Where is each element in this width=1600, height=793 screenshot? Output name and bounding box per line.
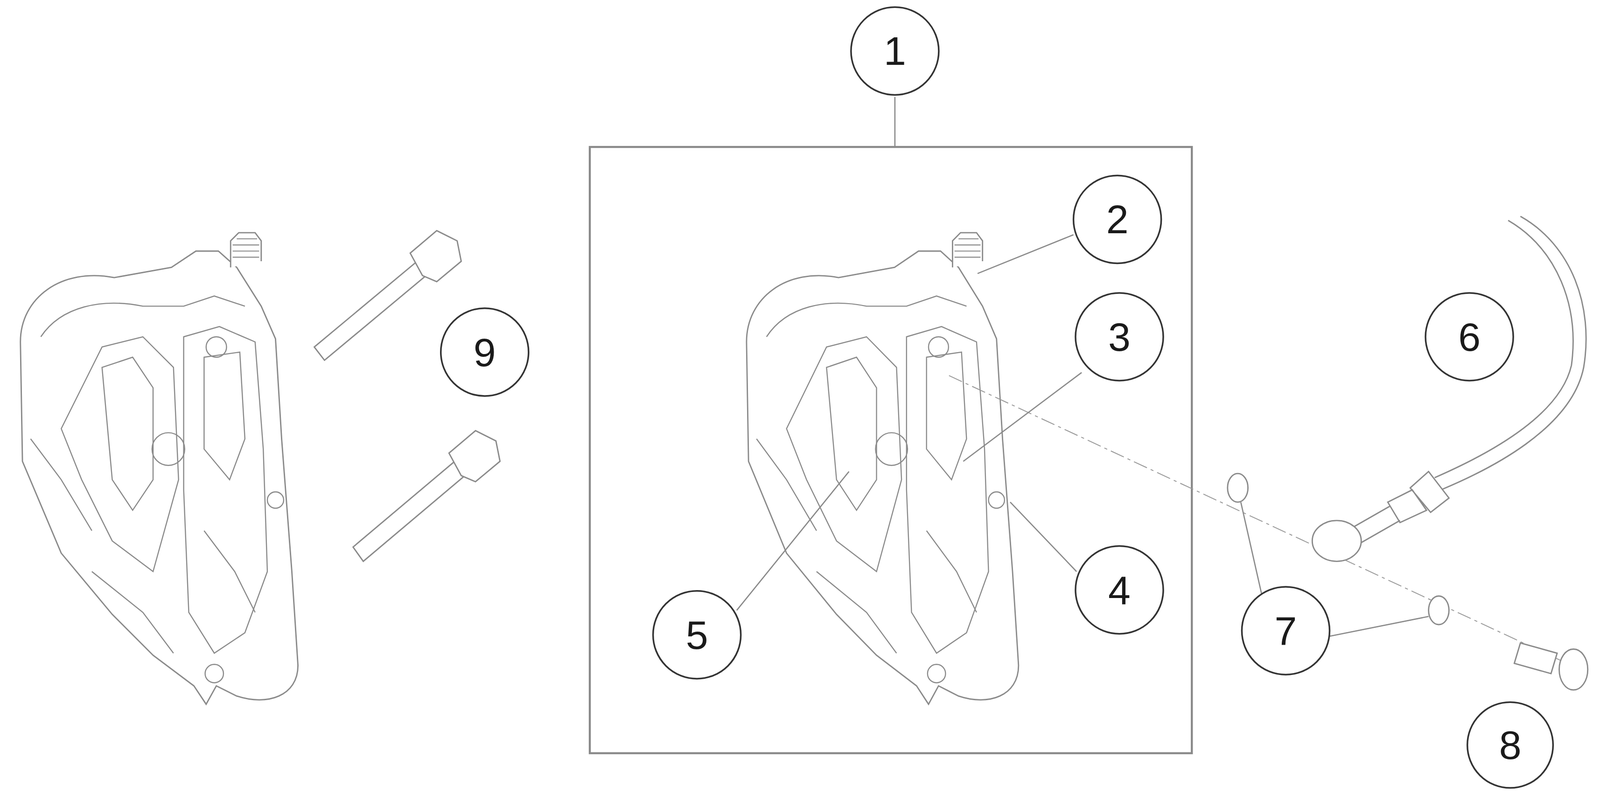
bolt-shaft [353, 459, 468, 562]
assembly-frame [589, 146, 1192, 754]
callout-circle [653, 591, 741, 679]
callout-circle [1241, 586, 1330, 675]
sealing-washer [1428, 596, 1450, 625]
bolt-head [410, 230, 462, 282]
bolt-head [448, 430, 500, 482]
callout-circle [1425, 293, 1514, 381]
callout-number: 9 [473, 332, 497, 373]
callout-number: 3 [1108, 316, 1131, 357]
callout-number: 8 [1499, 725, 1522, 766]
brake-caliper [746, 232, 1019, 705]
callout-number: 4 [1108, 570, 1131, 611]
banjo-bolt [1514, 642, 1588, 691]
callout-circle [440, 308, 529, 397]
bolt-shaft [1514, 642, 1558, 674]
leader-line [1010, 502, 1077, 572]
brake-hose [1312, 216, 1587, 562]
callout-circles [440, 6, 1554, 789]
callout-number: 1 [883, 30, 907, 71]
leader-line [1326, 616, 1429, 637]
bolt-shaft [314, 260, 429, 361]
callout-circle [1073, 175, 1162, 264]
mounting-bolt [314, 230, 501, 562]
leader-line [963, 372, 1082, 462]
callout-circle [1467, 702, 1554, 789]
callout-circle [1075, 293, 1164, 381]
callout-number: 2 [1106, 199, 1129, 240]
hose-ferrule [1387, 471, 1449, 523]
hose-line [1440, 216, 1587, 490]
callout-circle [851, 6, 939, 95]
banjo-fitting [1312, 520, 1362, 562]
leader-lines [736, 97, 1429, 637]
callout-circle [1075, 546, 1164, 635]
callout-number: 7 [1274, 610, 1298, 651]
leader-line [977, 234, 1074, 274]
sealing-washer [1227, 473, 1249, 503]
leader-line [736, 471, 850, 611]
leader-line [894, 97, 896, 147]
brake-caliper [20, 232, 299, 705]
bolt-head [1559, 649, 1588, 691]
callout-number: 5 [685, 614, 709, 656]
callout-number: 6 [1458, 316, 1481, 357]
